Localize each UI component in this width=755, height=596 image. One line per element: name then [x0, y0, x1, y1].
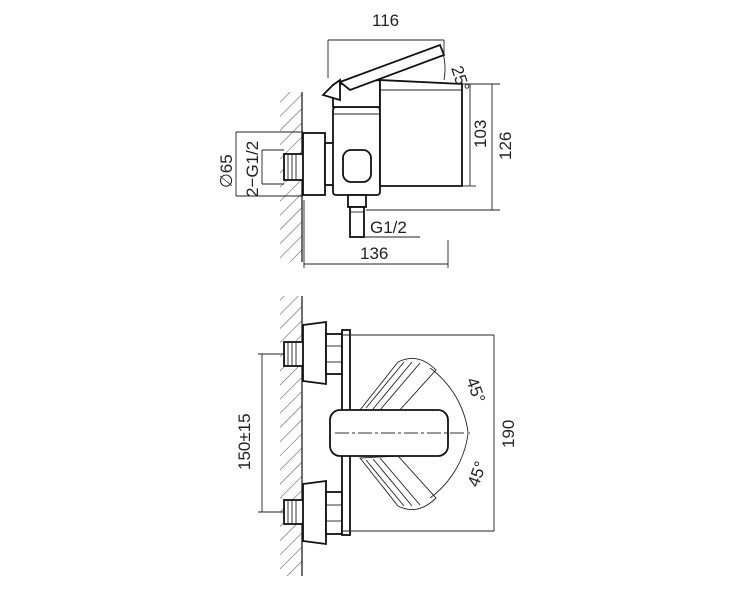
dim-103: 103: [471, 120, 490, 148]
front-view: 45° 45° 190 150±15: [235, 296, 518, 576]
outlet-pipe-side: [349, 206, 365, 238]
upper-nut: [325, 333, 343, 375]
spout-side: [379, 79, 463, 187]
inlet-stub-side: [283, 153, 305, 181]
lever-ghost-down: [359, 455, 437, 511]
dim-116: 116: [372, 11, 399, 30]
lever-side: [338, 43, 446, 92]
side-view: 25° 116 103 126 ∅65 2−G1/2 G1/2 136: [217, 11, 515, 268]
dim-136: 136: [360, 244, 388, 263]
dim-angle-45-up: 45°: [462, 375, 489, 406]
dim-diameter-65: ∅65: [217, 154, 236, 188]
lever-ghost-up: [359, 357, 437, 413]
dim-190: 190: [499, 420, 518, 448]
upper-flange: [302, 320, 327, 386]
dim-angle-45-down: 45°: [464, 459, 491, 490]
outlet-nut-side: [347, 194, 367, 208]
flange-side: [302, 132, 326, 196]
dim-126: 126: [496, 132, 515, 160]
lever-base-side: [321, 78, 341, 102]
upper-inlet-stub: [283, 341, 305, 367]
wall-hatch-bottom: [280, 296, 302, 576]
lower-nut: [325, 491, 343, 535]
dim-150: 150±15: [235, 413, 254, 470]
lower-flange: [302, 479, 327, 546]
dim-outlet-thread: G1/2: [370, 218, 407, 237]
dim-inlet-thread: 2−G1/2: [243, 141, 262, 197]
lower-inlet-stub: [283, 499, 305, 525]
connector-side: [342, 149, 372, 183]
